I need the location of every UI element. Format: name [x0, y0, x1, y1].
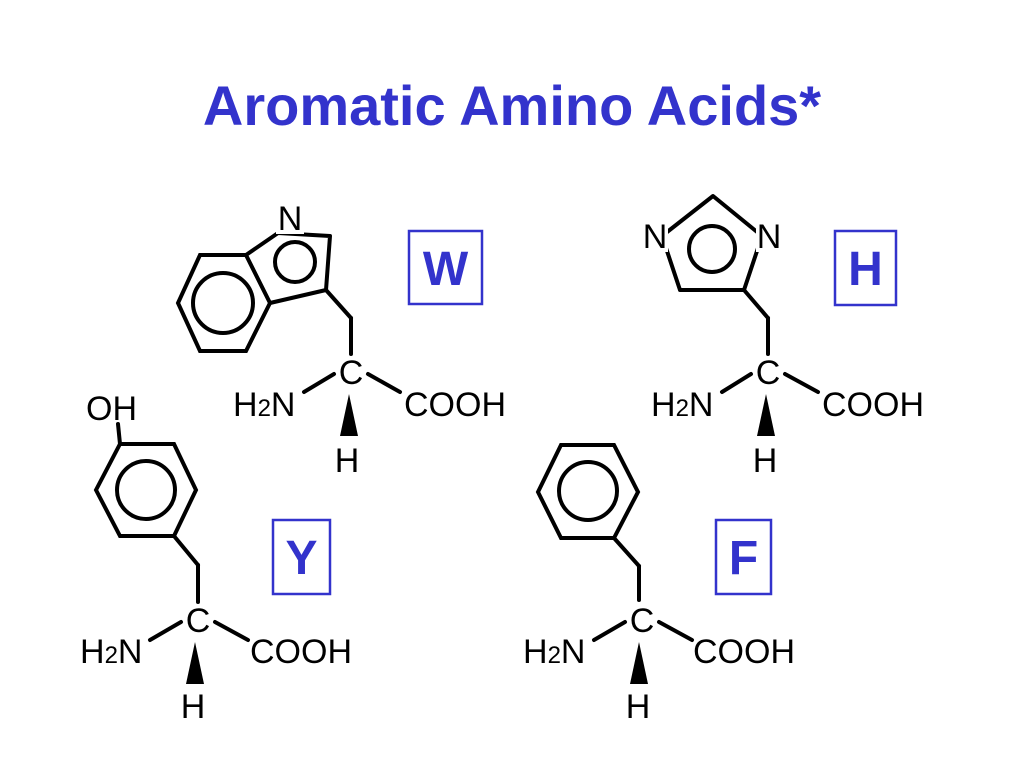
hydrogen-label: H [753, 442, 778, 480]
stereo-wedge [186, 642, 204, 684]
side-chain-bond [324, 288, 353, 320]
alpha-carbon-label: C [339, 354, 364, 392]
pyrrole-ring [244, 231, 332, 305]
one-letter-code: H [848, 243, 883, 296]
amine-label: H2N [233, 386, 295, 424]
hydrogen-label: H [181, 688, 206, 726]
molecule-histidine: N N C H2N COOH H H [640, 194, 924, 480]
stereo-wedge [630, 642, 648, 684]
alpha-carbon-label: C [630, 602, 655, 640]
code-box [407, 229, 484, 306]
amine-bond [720, 372, 753, 394]
slide-title: Aromatic Amino Acids* [202, 74, 822, 137]
carboxyl-bond [783, 372, 820, 394]
one-letter-code: F [729, 532, 758, 585]
molecule-tyrosine: OH C H2N COOH H Y [80, 390, 352, 726]
imidazole-ring: N N [640, 194, 784, 292]
side-chain-bond [612, 536, 641, 568]
amine-label: H2N [523, 633, 585, 671]
carboxyl-bond [657, 620, 694, 642]
amine-bond [148, 620, 183, 642]
aromatic-circle [557, 460, 619, 522]
n-label-mask [276, 200, 304, 234]
alpha-carbon-label: C [186, 602, 211, 640]
ring-nitrogen-label: N [757, 218, 782, 256]
ring-nitrogen-label: N [278, 200, 303, 238]
code-box [714, 518, 773, 596]
aromatic-circle [687, 224, 737, 274]
imidazole-ring-bonds [660, 194, 764, 292]
pyrrole-circle [273, 240, 317, 284]
n-label-mask [756, 218, 784, 252]
aromatic-circle [115, 459, 177, 521]
code-box [833, 229, 898, 307]
hydroxyl-label: OH [86, 390, 137, 428]
amine-bond [302, 372, 336, 394]
side-chain-bond [172, 534, 200, 567]
alpha-carbon-label: C [756, 354, 781, 392]
benzene-ring [93, 442, 199, 538]
n-label-mask [640, 218, 668, 252]
one-letter-code: Y [285, 532, 317, 585]
code-box [271, 518, 332, 596]
hydrogen-label: H [335, 442, 360, 480]
one-letter-code: W [423, 243, 469, 296]
benzene-ring [535, 443, 641, 540]
hydrogen-label: H [626, 688, 651, 726]
carboxyl-bond [213, 620, 250, 642]
molecule-tryptophan: N C H2N COOH H W [175, 200, 506, 480]
indole-ring: N [175, 200, 332, 353]
carboxyl-label: COOH [693, 633, 795, 671]
amine-label: H2N [80, 633, 142, 671]
hydroxyl-bond [116, 422, 122, 446]
ring-nitrogen-label: N [643, 218, 668, 256]
stereo-wedge [757, 394, 775, 436]
carboxyl-label: COOH [404, 386, 506, 424]
molecule-phenylalanine: C H2N COOH H F [523, 443, 795, 726]
carboxyl-label: COOH [250, 633, 352, 671]
stereo-wedge [340, 394, 358, 436]
aromatic-circle [191, 271, 255, 335]
carboxyl-label: COOH [822, 386, 924, 424]
side-chain-bond [742, 288, 770, 320]
carboxyl-bond [366, 372, 402, 394]
amine-label: H2N [651, 386, 713, 424]
amine-bond [592, 620, 627, 642]
